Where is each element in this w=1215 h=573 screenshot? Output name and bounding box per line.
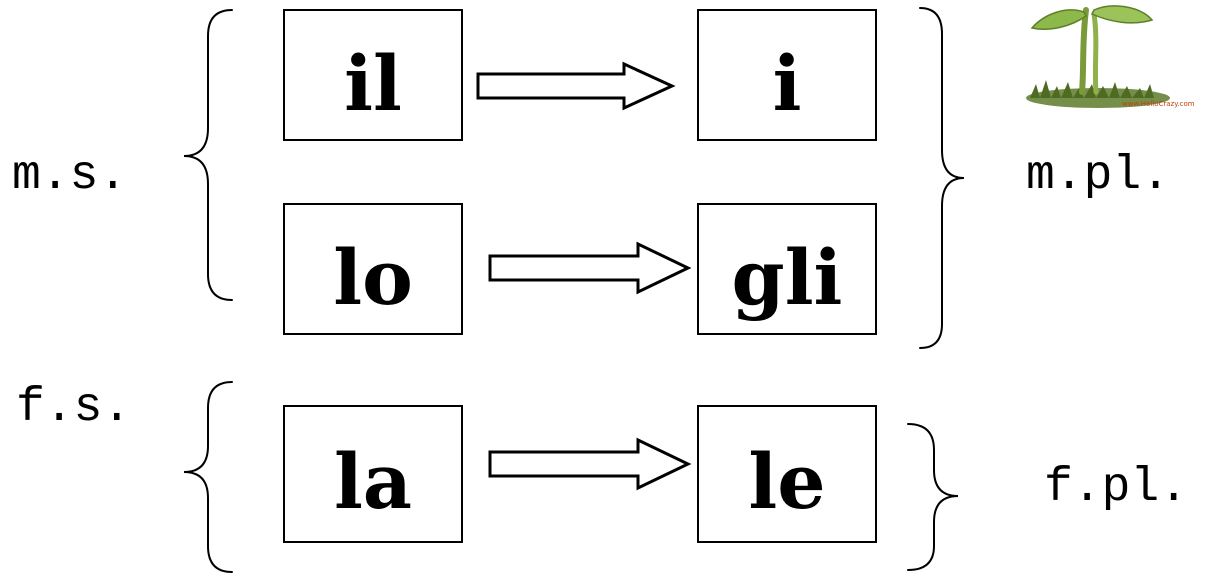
plural-article: le: [748, 437, 825, 526]
arrow-right-icon: [488, 241, 692, 295]
label-feminine-singular: f.s.: [16, 381, 131, 435]
singular-article: il: [344, 39, 402, 128]
label-masculine-plural: m.pl.: [1026, 149, 1170, 203]
singular-article: lo: [333, 233, 413, 322]
singular-article: la: [334, 437, 412, 526]
plural-box: [697, 9, 877, 141]
label-feminine-plural: f.pl.: [1044, 461, 1188, 515]
plural-box: [697, 203, 877, 335]
plant-watermark: www.HelloCrazy.com: [1122, 100, 1195, 108]
plural-article: gli: [732, 233, 843, 322]
right-brace-masculine: [919, 7, 965, 349]
article-pair-la-le: la le: [283, 405, 877, 543]
plural-article: i: [773, 39, 802, 128]
arrow-right-icon: [488, 437, 692, 491]
singular-box: [283, 405, 463, 543]
singular-box: [283, 9, 463, 141]
left-brace-feminine: [183, 381, 233, 573]
article-pair-lo-gli: lo gli: [283, 203, 877, 335]
right-brace-feminine: [907, 423, 959, 571]
arrow-right-icon: [476, 61, 676, 111]
article-pair-il-i: il i: [283, 9, 877, 141]
label-masculine-singular: m.s.: [12, 149, 127, 203]
plural-box: [697, 405, 877, 543]
singular-box: [283, 203, 463, 335]
left-brace-masculine: [183, 9, 233, 301]
plant-sprout-icon: www.HelloCrazy.com: [1026, 5, 1195, 108]
